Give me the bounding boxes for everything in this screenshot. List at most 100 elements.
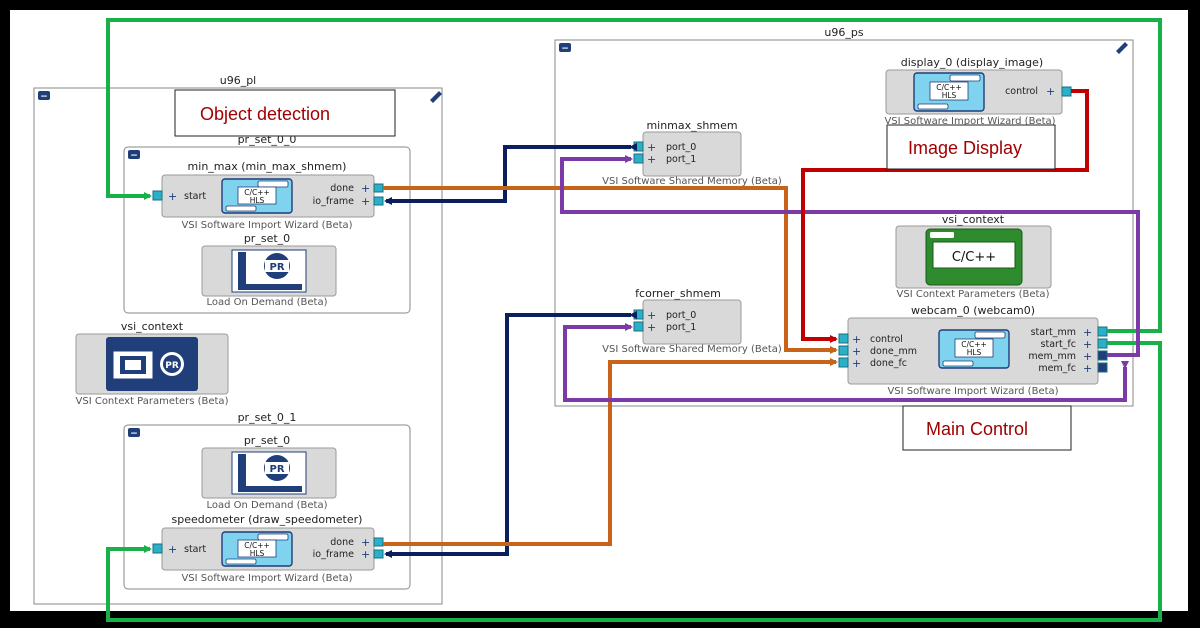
- webcam-port-start-fc: start_fc: [1041, 339, 1076, 350]
- collapse-icon[interactable]: [128, 150, 140, 159]
- c-cpp-label: C/C++: [952, 250, 996, 265]
- speedometer-done-port[interactable]: [373, 537, 384, 547]
- collapse-icon-glyph: −: [130, 151, 138, 161]
- pr-set-0-name: pr_set_0: [244, 434, 290, 447]
- hls-ip-icon: C/C++ HLS: [221, 178, 293, 214]
- minmax-port-1-connector[interactable]: [633, 153, 644, 164]
- purple-mem-mm-wire[interactable]: [560, 155, 1140, 357]
- min-max-io-frame-port[interactable]: [373, 196, 384, 206]
- fcorner-port-1-label: port_1: [666, 322, 696, 333]
- webcam-port-done-mm: done_mm: [870, 346, 917, 357]
- webcam-start-mm-port[interactable]: [1097, 326, 1108, 337]
- pl-vsi-context-block[interactable]: vsi_context PR VSI Context Parameters (B…: [75, 320, 229, 407]
- image-display-text: Image Display: [908, 138, 1022, 158]
- collapse-icon-glyph: −: [40, 92, 48, 102]
- speedometer-start-port[interactable]: [152, 543, 163, 554]
- collapse-icon[interactable]: [38, 91, 50, 100]
- webcam-0-block[interactable]: webcam_0 (webcam0) + + + control done_mm…: [838, 304, 1108, 397]
- speedometer-port-io-frame: io_frame: [313, 549, 355, 560]
- min-max-name: min_max (min_max_shmem): [188, 160, 347, 173]
- speedometer-caption: VSI Software Import Wizard (Beta): [181, 573, 352, 584]
- hls-ip-icon: C/C++ HLS: [938, 329, 1010, 369]
- minmax-shmem-caption: VSI Software Shared Memory (Beta): [602, 176, 782, 187]
- collapse-icon[interactable]: [559, 43, 571, 52]
- webcam-mem-mm-port[interactable]: [1097, 350, 1108, 361]
- fcorner-port-1-connector[interactable]: [633, 321, 644, 332]
- fcorner-shmem-name: fcorner_shmem: [635, 287, 721, 300]
- display-0-port-control: control: [1005, 86, 1038, 97]
- navy-minmax-io-frame-wire[interactable]: [384, 143, 637, 205]
- minmax-port-0-label: port_0: [666, 142, 696, 153]
- ps-vsi-context-block[interactable]: vsi_context C/C++ VSI Context Parameters…: [895, 213, 1052, 300]
- c-cpp-icon: C/C++: [925, 228, 1023, 286]
- speedometer-block[interactable]: speedometer (draw_speedometer) + start C…: [152, 513, 384, 584]
- pr-logo-icon: PR: [231, 249, 307, 293]
- plus-icon: +: [361, 195, 370, 208]
- pr-set-0-load-on-demand-bottom[interactable]: pr_set_0 PR Load On Demand (Beta): [201, 434, 337, 511]
- pr-set-0-load-on-demand-top[interactable]: pr_set_0 PR Load On Demand (Beta): [201, 232, 337, 308]
- navy-speedometer-io-frame-wire[interactable]: [384, 311, 637, 558]
- fcorner-shmem-caption: VSI Software Shared Memory (Beta): [602, 344, 782, 355]
- display-0-control-port[interactable]: [1061, 86, 1072, 97]
- collapse-icon-glyph: −: [561, 44, 569, 54]
- speedometer-port-start: start: [184, 544, 206, 555]
- ps-vsi-context-name: vsi_context: [942, 213, 1005, 226]
- min-max-block[interactable]: min_max (min_max_shmem) + start C/C++ HL…: [152, 160, 384, 231]
- webcam-port-control: control: [870, 334, 903, 345]
- minmax-shmem-name: minmax_shmem: [646, 119, 737, 132]
- display-0-caption: VSI Software Import Wizard (Beta): [884, 116, 1055, 127]
- webcam-control-port[interactable]: [838, 333, 849, 344]
- pl-vsi-context-name: vsi_context: [121, 320, 184, 333]
- pr-set-0-name: pr_set_0: [244, 232, 290, 245]
- display-0-block[interactable]: display_0 (display_image) C/C++ HLS cont…: [884, 56, 1072, 127]
- hls-label-line2: HLS: [250, 549, 265, 558]
- green-start-wire-top[interactable]: [106, 18, 1162, 333]
- pl-vsi-context-caption: VSI Context Parameters (Beta): [76, 396, 229, 407]
- hls-label-line2: HLS: [967, 348, 982, 357]
- speedometer-io-frame-port[interactable]: [373, 549, 384, 559]
- plus-icon: +: [1046, 85, 1055, 98]
- min-max-start-port[interactable]: [152, 190, 163, 201]
- plus-icon: +: [852, 357, 861, 370]
- webcam-done-fc-port[interactable]: [838, 357, 849, 368]
- collapse-icon-glyph: −: [130, 429, 138, 439]
- vsi-context-icon: PR: [106, 337, 198, 391]
- webcam-done-mm-port[interactable]: [838, 345, 849, 356]
- hls-label-line2: HLS: [942, 91, 957, 100]
- webcam-start-fc-port[interactable]: [1097, 338, 1108, 349]
- object-detection-label: Object detection: [174, 89, 396, 137]
- purple-mem-fc-wire[interactable]: [563, 323, 1129, 402]
- hls-label-line1: C/C++: [936, 83, 962, 92]
- green-start-wire-bottom[interactable]: [106, 341, 1162, 622]
- pin-icon[interactable]: [430, 91, 442, 103]
- red-control-wire[interactable]: [801, 89, 1089, 343]
- collapse-icon[interactable]: [128, 428, 140, 437]
- hls-label-line1: C/C++: [244, 541, 270, 550]
- fcorner-port-0-connector[interactable]: [633, 309, 644, 320]
- webcam-mem-fc-port[interactable]: [1097, 362, 1108, 373]
- webcam-port-done-fc: done_fc: [870, 358, 907, 369]
- pr-set-0-caption: Load On Demand (Beta): [206, 297, 327, 308]
- fcorner-port-0-label: port_0: [666, 310, 696, 321]
- minmax-port-0-connector[interactable]: [633, 141, 644, 152]
- plus-icon: +: [647, 153, 656, 166]
- webcam-port-mem-mm: mem_mm: [1028, 351, 1076, 362]
- hls-label-line2: HLS: [250, 196, 265, 205]
- u96-pl-title: u96_pl: [220, 74, 257, 87]
- webcam-0-caption: VSI Software Import Wizard (Beta): [887, 386, 1058, 397]
- minmax-shmem-block[interactable]: minmax_shmem + + port_0 port_1 VSI Softw…: [602, 119, 782, 187]
- pin-icon[interactable]: [1116, 42, 1128, 54]
- main-control-label: Main Control: [902, 405, 1072, 451]
- speedometer-name: speedometer (draw_speedometer): [172, 513, 363, 526]
- min-max-done-port[interactable]: [373, 183, 384, 193]
- pr-label: PR: [269, 262, 284, 273]
- hls-label-line1: C/C++: [244, 188, 270, 197]
- plus-icon: +: [1083, 362, 1092, 375]
- pr-set-0-1-title: pr_set_0_1: [238, 411, 297, 424]
- plus-icon: +: [361, 548, 370, 561]
- plus-icon: +: [361, 182, 370, 195]
- pr-label: PR: [269, 464, 284, 475]
- main-control-text: Main Control: [926, 419, 1028, 439]
- plus-icon: +: [168, 543, 177, 556]
